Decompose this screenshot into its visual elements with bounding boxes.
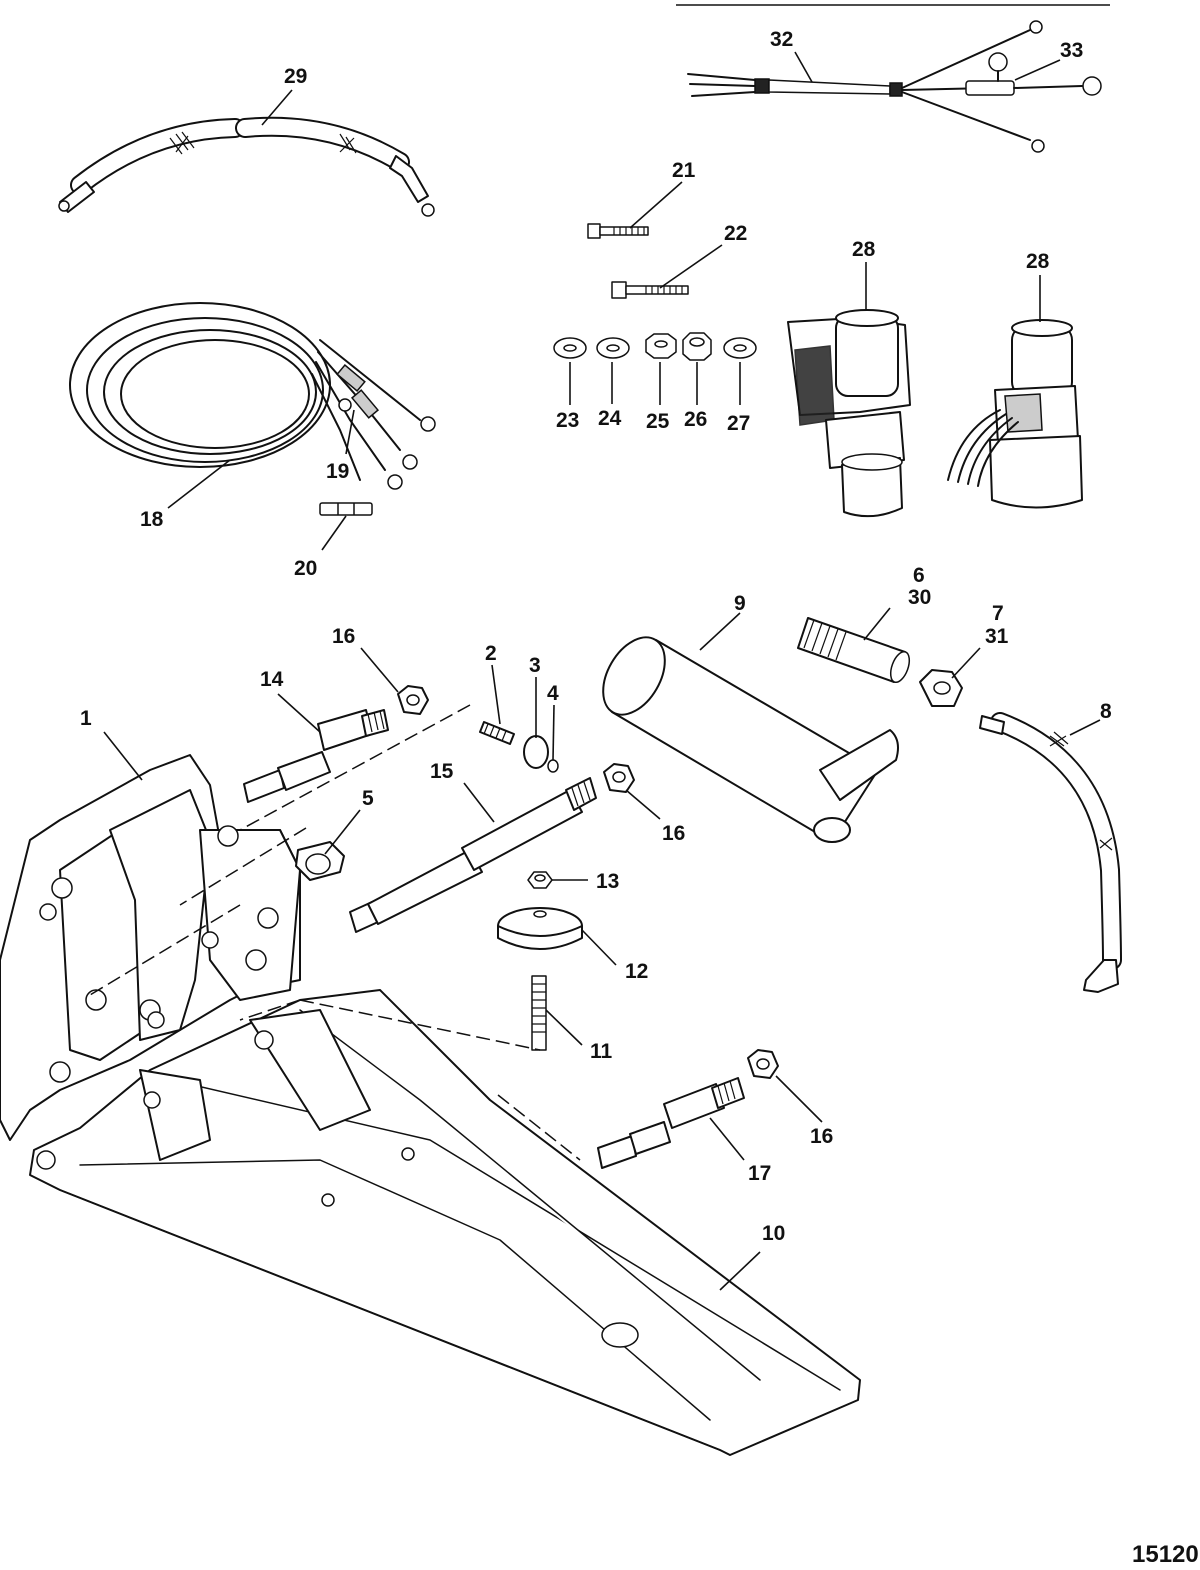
callout-11: 11 <box>590 1040 613 1063</box>
callout-23: 23 <box>556 409 579 432</box>
callout-24: 24 <box>598 407 622 430</box>
transom-bracket <box>0 754 301 1141</box>
trim-pump-motor-a <box>787 309 911 518</box>
callout-2: 2 <box>485 642 497 665</box>
callout-7: 7 <box>992 602 1004 625</box>
callout-8: 8 <box>1100 700 1112 723</box>
callout-16-c: 16 <box>810 1125 833 1148</box>
wire-harness-coil <box>69 302 436 516</box>
set-screw <box>479 721 515 745</box>
callout-1: 1 <box>80 707 92 730</box>
callout-16-b: 16 <box>662 822 685 845</box>
hydraulic-hose-short <box>979 712 1122 993</box>
callout-25: 25 <box>646 410 670 433</box>
washers-and-nuts <box>553 332 757 361</box>
callout-27: 27 <box>727 412 750 435</box>
disc-cap <box>523 735 549 769</box>
callout-labels: 1 2 3 4 5 6 30 7 31 8 9 10 11 12 13 14 1… <box>80 28 1112 1245</box>
plug <box>295 841 345 881</box>
callout-9: 9 <box>734 592 746 615</box>
trim-tab-plate <box>29 989 861 1456</box>
pivot-stud <box>797 617 911 684</box>
rubber-pad <box>497 907 583 950</box>
callout-3: 3 <box>529 654 541 677</box>
callout-14: 14 <box>260 668 284 691</box>
bolts <box>587 223 689 299</box>
stud-lower <box>597 1077 745 1169</box>
brand-emblem <box>601 1322 639 1348</box>
callout-17: 17 <box>748 1162 771 1185</box>
callout-28-a: 28 <box>852 238 876 261</box>
pivot-nut <box>919 669 963 707</box>
callout-29: 29 <box>284 65 307 88</box>
drawing-number: 15120 <box>1132 1541 1199 1568</box>
callout-13: 13 <box>596 870 619 893</box>
hydraulic-hose-long <box>58 116 435 217</box>
trim-pump-motor-b <box>947 319 1083 509</box>
callout-21: 21 <box>672 159 696 182</box>
fuse-holder <box>965 80 1015 96</box>
callout-32: 32 <box>770 28 793 51</box>
callout-4: 4 <box>547 682 559 705</box>
stud-long <box>349 777 597 933</box>
callout-6: 6 <box>913 564 925 587</box>
callout-26: 26 <box>684 408 707 431</box>
callout-5: 5 <box>362 787 374 810</box>
stud-upper <box>243 709 389 803</box>
callout-16-a: 16 <box>332 625 355 648</box>
callout-20: 20 <box>294 557 317 580</box>
wiring-harness <box>687 20 1102 153</box>
nut-16-a <box>397 685 429 715</box>
callout-33: 33 <box>1060 39 1083 62</box>
nut-13 <box>527 871 553 889</box>
callout-30: 30 <box>908 586 931 609</box>
fuse <box>319 502 373 516</box>
callout-12: 12 <box>625 960 648 983</box>
nut-16-b <box>603 763 635 793</box>
small-nut <box>547 759 559 773</box>
callout-19: 19 <box>326 460 349 483</box>
callout-31: 31 <box>985 625 1009 648</box>
callout-15: 15 <box>430 760 454 783</box>
callout-22: 22 <box>724 222 747 245</box>
callout-18: 18 <box>140 508 164 531</box>
nut-16-c <box>747 1049 779 1079</box>
callout-10: 10 <box>762 1222 785 1245</box>
trim-cylinder <box>602 636 899 843</box>
assembly-lines <box>89 704 581 1161</box>
callout-28-b: 28 <box>1026 250 1050 273</box>
vertical-stud <box>531 975 547 1051</box>
leader-lines <box>103 51 1101 1291</box>
